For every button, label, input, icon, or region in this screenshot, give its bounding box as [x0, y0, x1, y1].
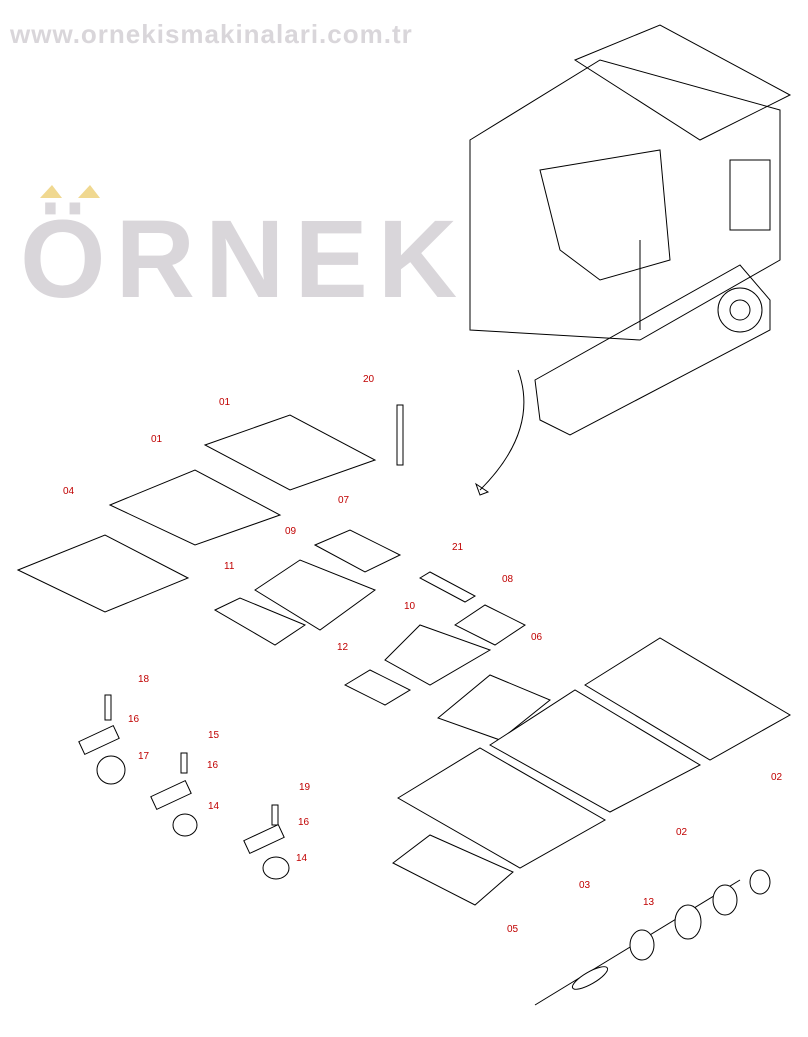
track-pads	[16, 414, 791, 906]
callout-08: 08	[502, 574, 514, 585]
callout-14: 14	[296, 853, 308, 864]
callout-18: 18	[138, 674, 150, 685]
callout-17: 17	[138, 751, 150, 762]
callout-19: 19	[299, 782, 311, 793]
callout-16: 16	[207, 760, 219, 771]
callout-05: 05	[507, 924, 519, 935]
callout-06: 06	[531, 632, 543, 643]
callout-10: 10	[404, 601, 416, 612]
callout-13: 13	[643, 897, 655, 908]
bolt-20	[396, 404, 404, 466]
callout-15: 15	[208, 730, 220, 741]
callout-01: 01	[151, 434, 163, 445]
callout-12: 12	[337, 642, 349, 653]
callout-02: 02	[676, 827, 688, 838]
hardware	[78, 404, 404, 880]
logo-accent-icon	[78, 185, 100, 198]
callout-14: 14	[208, 801, 220, 812]
callout-03: 03	[579, 880, 591, 891]
callout-16: 16	[128, 714, 140, 725]
watermark-logo: ÖRNEK	[20, 198, 468, 321]
callout-07: 07	[338, 495, 350, 506]
logo-accent-icon	[40, 185, 62, 198]
pin-assembly-13	[534, 869, 771, 1006]
callout-02: 02	[771, 772, 783, 783]
callout-20: 20	[363, 374, 375, 385]
callout-11: 11	[224, 561, 235, 572]
callout-04: 04	[63, 486, 75, 497]
callout-09: 09	[285, 526, 297, 537]
excavator-illustration	[469, 24, 792, 496]
watermark-url: www.ornekismakinalari.com.tr	[10, 19, 413, 49]
callout-01: 01	[219, 397, 231, 408]
callout-16: 16	[298, 817, 310, 828]
callout-21: 21	[452, 542, 464, 553]
